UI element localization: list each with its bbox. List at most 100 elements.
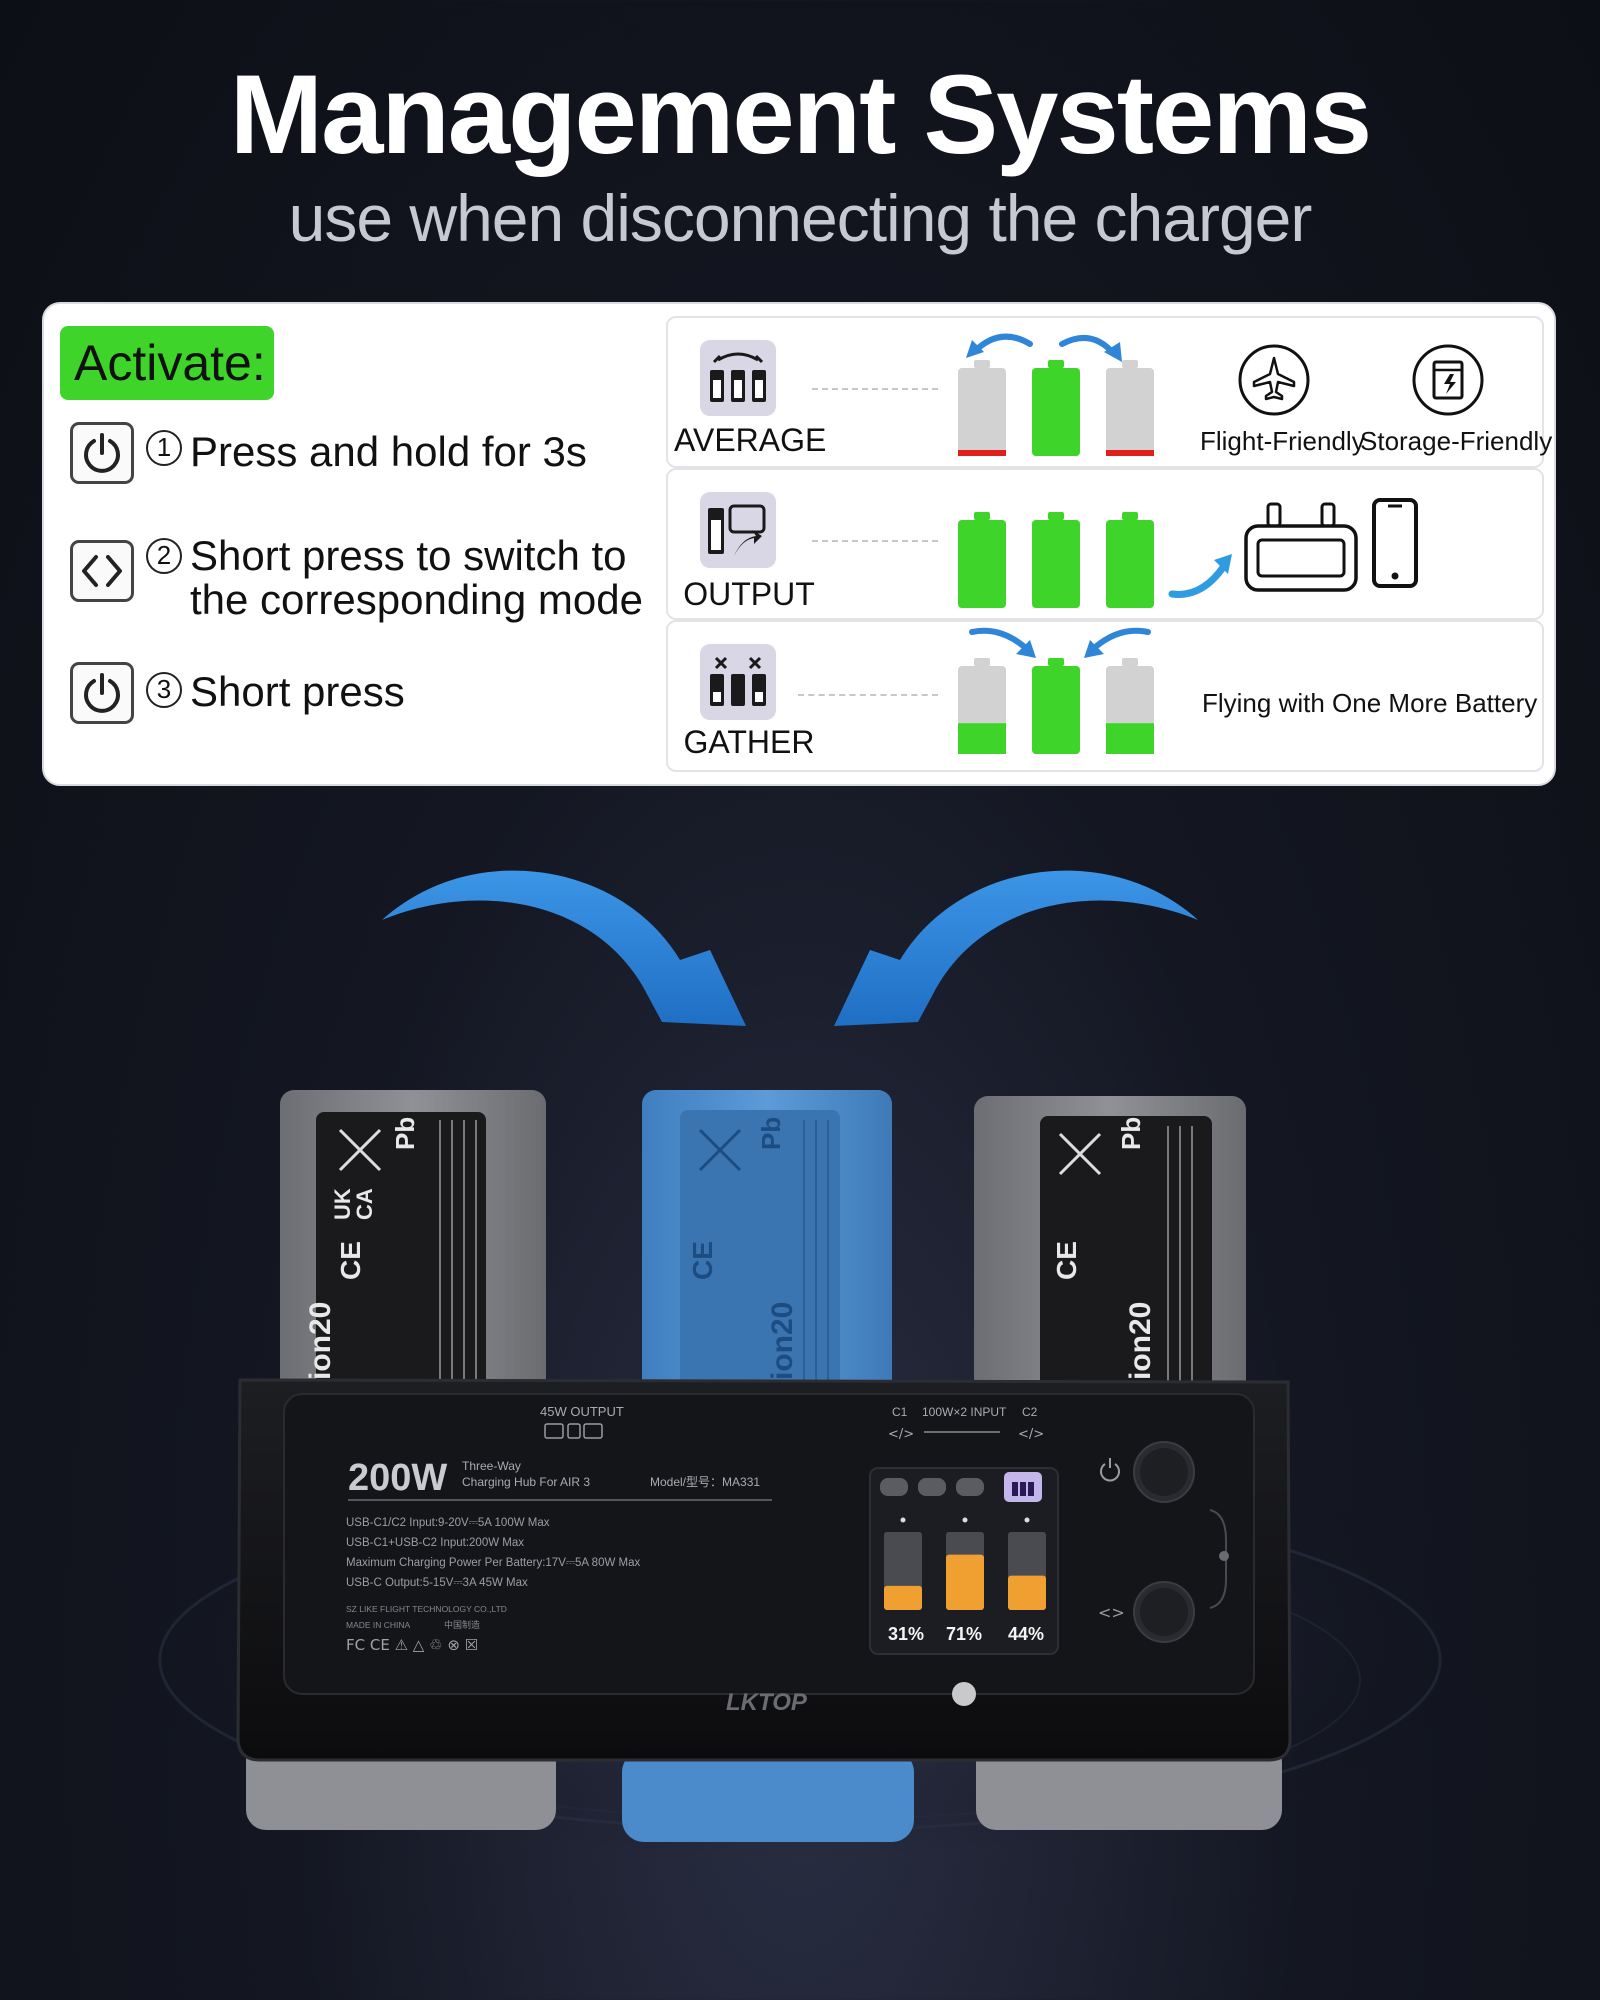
feature-storage-friendly: Storage-Friendly: [1360, 426, 1553, 456]
output-port-label: 45W OUTPUT: [540, 1404, 624, 1419]
maker-line: SZ LIKE FLIGHT TECHNOLOGY CO.,LTD: [346, 1604, 507, 1614]
spec-line: USB-C Output:5-15V⎓3A 45W Max: [346, 1577, 528, 1589]
battery-mark-ce: CE: [335, 1241, 366, 1280]
battery-mark-pb: Pb: [1116, 1117, 1146, 1150]
smartphone-icon: [1370, 496, 1420, 595]
battery-fill: [958, 520, 1006, 608]
gather-arrow-icon: [969, 627, 1031, 653]
battery-mark-pb: Pb: [756, 1117, 786, 1150]
power-icon: [70, 662, 134, 724]
brand-logo: LKTOP: [726, 1689, 808, 1716]
battery-fill: [1106, 723, 1154, 754]
battery-mark-ca: CA: [352, 1188, 377, 1220]
battery-icon: [958, 658, 1006, 754]
step-text-line2: the corresponding mode: [190, 576, 643, 623]
gather-mode-icon: [700, 644, 776, 720]
battery-fill: [1032, 666, 1080, 754]
battery-mark-ce: CE: [1051, 1241, 1082, 1280]
step-number: 3: [146, 672, 182, 708]
made-in-line: MADE IN CHINA: [346, 1620, 411, 1630]
average-batteries: [958, 333, 1154, 456]
airplane-icon: [1236, 342, 1312, 423]
battery-mark-uk: UK: [330, 1188, 355, 1220]
hub-desc-line2: Charging Hub For AIR 3: [462, 1475, 590, 1489]
display-battery: [1008, 1517, 1046, 1610]
spec-line: USB-C1+USB-C2 Input:200W Max: [346, 1537, 524, 1549]
switch-icon: [70, 540, 134, 602]
page-subtitle: use when disconnecting the charger: [288, 181, 1313, 255]
step-text: Press and hold for 3s: [190, 428, 587, 475]
battery-middle: ion20 CE Pb: [642, 1090, 892, 1430]
charging-hub-illustration: ion20 CE UK CA Pb ion20 CE Pb io: [80, 870, 1520, 1860]
output-batteries: [958, 512, 1154, 608]
power-button[interactable]: [1133, 1441, 1195, 1503]
feature-one-more-battery: Flying with One More Battery: [1202, 688, 1538, 718]
battery-icon: [1032, 512, 1080, 608]
battery-fill: [958, 450, 1006, 456]
port-c2-label: C2: [1022, 1405, 1038, 1419]
battery-fill: [958, 723, 1006, 754]
balance-arrow-icon: [971, 333, 1033, 355]
svg-text:</>: </>: [888, 1427, 914, 1442]
power-icon: [70, 422, 134, 484]
display-percent: 44%: [1008, 1624, 1044, 1644]
battery-icon: [1032, 360, 1080, 456]
made-in-cn: 中国制造: [444, 1619, 480, 1631]
port-c1-label: C1: [892, 1405, 908, 1419]
battery-middle-base: [622, 1750, 914, 1842]
battery-model-text: ion20: [1124, 1302, 1157, 1380]
display-battery-fill: [884, 1585, 922, 1610]
step-text: Short press: [190, 668, 405, 715]
step-number: 2: [146, 538, 182, 574]
step-text-line1: Short press to switch to: [190, 532, 627, 579]
display-battery-fill: [946, 1554, 984, 1610]
display-percent: 31%: [888, 1624, 924, 1644]
left-arrow-icon: [382, 870, 746, 1026]
input-port-label: 100W×2 INPUT: [922, 1405, 1007, 1419]
battery-icon: [1106, 360, 1154, 456]
battery-fill: [1032, 368, 1080, 456]
spec-line: Maximum Charging Power Per Battery:17V⎓5…: [346, 1557, 640, 1569]
power-icon: [1100, 1463, 1120, 1482]
gather-arrow-icon: [1089, 627, 1151, 653]
battery-fill: [1106, 520, 1154, 608]
dashed-connector: [812, 388, 938, 390]
dashed-connector: [812, 540, 938, 542]
display-battery-fill: [1008, 1575, 1046, 1610]
mode-output: OUTPUT: [666, 468, 1544, 620]
modes-panel: Activate: 1 Press and hold for 3s 2 Shor…: [42, 302, 1556, 786]
battery-icon: [1032, 658, 1080, 754]
mode-switch-button[interactable]: [1133, 1581, 1195, 1643]
product-scene: ion20 CE UK CA Pb ion20 CE Pb io: [0, 820, 1600, 2000]
battery-icon: [958, 360, 1006, 456]
display-percent: 71%: [946, 1624, 982, 1644]
display-battery: [884, 1517, 922, 1610]
average-mode-icon: [700, 340, 776, 416]
output-mode-icon: [700, 492, 776, 568]
remote-controller-icon: [1242, 498, 1360, 599]
display-battery: [946, 1517, 984, 1610]
battery-icon: [1106, 512, 1154, 608]
battery-fill: [1106, 450, 1154, 456]
mode-label-gather: GATHER: [683, 724, 815, 760]
storage-icon: [1410, 342, 1486, 423]
hub-model: Model/型号：MA331: [650, 1475, 760, 1489]
battery-model-text: ion20: [304, 1302, 337, 1380]
battery-model-text: ion20: [766, 1302, 799, 1380]
battery-right-base: [976, 1742, 1282, 1830]
activate-badge: Activate:: [60, 326, 274, 400]
dashed-connector: [798, 694, 938, 696]
mode-label-average: AVERAGE: [674, 422, 827, 458]
output-arrow-icon: [1168, 554, 1232, 598]
battery-left: ion20 CE UK CA Pb: [280, 1090, 546, 1430]
switch-icon: <>: [1098, 1603, 1125, 1622]
spec-line: USB-C1/C2 Input:9-20V⎓5A 100W Max: [346, 1517, 550, 1529]
certification-marks-icon: FC CE ⚠ △ ♲ ⊗ ☒: [346, 1636, 478, 1654]
battery-right: ion20 CE Pb: [974, 1096, 1246, 1430]
battery-icon: [1106, 658, 1154, 754]
right-arrow-icon: [834, 870, 1198, 1026]
battery-icon: [958, 512, 1006, 608]
charging-hub: 45W OUTPUT C1 100W×2 INPUT C2 </> </> 20…: [236, 1378, 1292, 1762]
battery-mark-ce: CE: [687, 1241, 718, 1280]
battery-fill: [1032, 520, 1080, 608]
